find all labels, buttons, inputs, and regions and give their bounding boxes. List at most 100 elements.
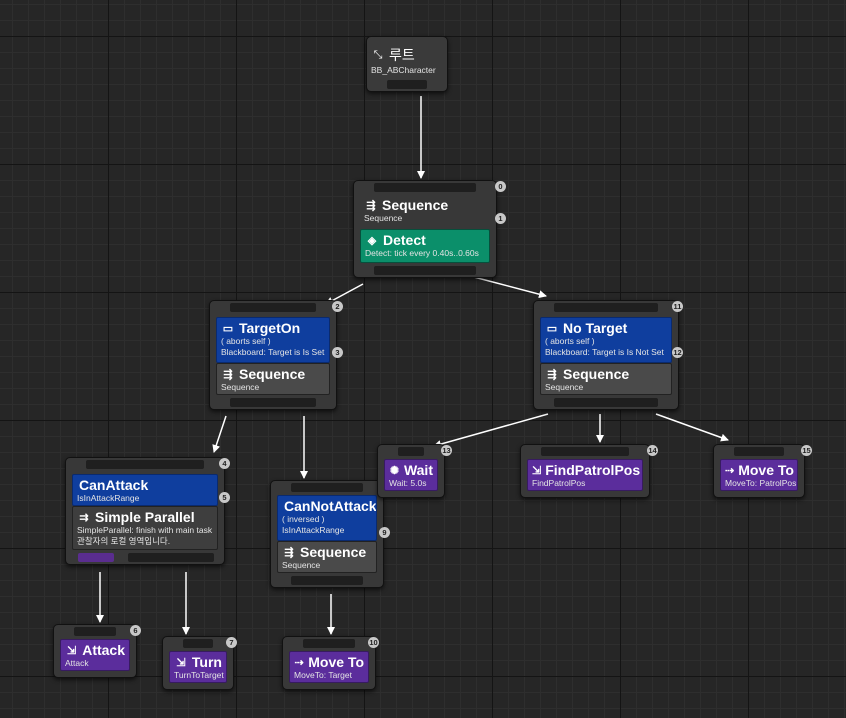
simple-parallel-title: Simple Parallel (95, 509, 195, 525)
task-wait-node[interactable]: ✺ Wait Wait: 5.0s (377, 444, 445, 498)
simple-parallel-line2: 관찰자의 로컬 영역입니다. (77, 536, 171, 546)
task-moveto-patrol[interactable]: ⇢ Move To MoveTo: PatrolPos (720, 459, 798, 491)
decorator-targeton[interactable]: ▭ TargetOn ( aborts self ) Blackboard: T… (216, 317, 330, 363)
root-subtitle: BB_ABCharacter (371, 65, 436, 75)
task-findpatrol[interactable]: ⇲ FindPatrolPos FindPatrolPos (527, 459, 643, 491)
badge-14: 14 (647, 445, 658, 456)
decorator-notarget-line1: ( aborts self ) (545, 336, 595, 346)
notarget-node[interactable]: ▭ No Target ( aborts self ) Blackboard: … (533, 300, 679, 410)
badge-0: 0 (495, 181, 506, 192)
badge-12: 12 (672, 347, 683, 358)
sequence-main-output-pin[interactable] (374, 266, 476, 275)
sequence-main-subtitle: Sequence (364, 213, 403, 223)
notarget-input-pin[interactable] (554, 303, 658, 312)
wait-icon: ✺ (389, 464, 400, 477)
badge-7: 7 (226, 637, 237, 648)
badge-13: 13 (441, 445, 452, 456)
service-detect-title: Detect (383, 232, 426, 248)
targeton-output-pin[interactable] (230, 398, 316, 407)
composite-targeton-sequence[interactable]: ⇶ Sequence Sequence (216, 363, 330, 395)
simple-parallel-background-pin[interactable] (128, 553, 214, 562)
decorator-icon: ▭ (546, 322, 558, 335)
simple-parallel-main-pin[interactable] (78, 553, 114, 562)
notarget-sequence-title: Sequence (563, 366, 630, 382)
decorator-notarget-title: No Target (563, 320, 628, 336)
task-attack[interactable]: ⇲ Attack Attack (60, 639, 130, 671)
simple-parallel-line1: SimpleParallel: finish with main task (77, 525, 213, 535)
decorator-cannotattack-title: CanNotAttack (284, 498, 377, 514)
composite-simple-parallel[interactable]: ⇉ Simple Parallel SimpleParallel: finish… (72, 506, 218, 550)
task-turn[interactable]: ⇲ Turn TurnToTarget (169, 651, 227, 683)
task-moveto-patrol-subtitle: MoveTo: PatrolPos (725, 478, 797, 488)
canattack-input-pin[interactable] (86, 460, 204, 469)
decorator-notarget[interactable]: ▭ No Target ( aborts self ) Blackboard: … (540, 317, 672, 363)
task-findpatrol-input-pin[interactable] (541, 447, 629, 456)
sequence-main-header: ⇶ Sequence Sequence (360, 195, 490, 225)
decorator-icon: ▭ (222, 322, 234, 335)
decorator-notarget-line2: Blackboard: Target is Is Not Set (545, 347, 664, 357)
sequence-icon: ⇶ (547, 368, 557, 381)
wire-notarget-wait (433, 413, 549, 448)
task-attack-subtitle: Attack (65, 658, 89, 668)
service-detect[interactable]: ◈ Detect Detect: tick every 0.40s..0.60s (360, 229, 490, 263)
task-moveto-patrol-input-pin[interactable] (734, 447, 784, 456)
root-title-row: ⤡ 루트 (367, 37, 447, 65)
canattack-node[interactable]: CanAttack IsInAttackRange ⇉ Simple Paral… (65, 457, 225, 565)
task-turn-node[interactable]: ⇲ Turn TurnToTarget (162, 636, 234, 690)
decorator-targeton-line1: ( aborts self ) (221, 336, 271, 346)
task-attack-node[interactable]: ⇲ Attack Attack (53, 624, 137, 678)
notarget-sequence-subtitle: Sequence (545, 382, 584, 392)
decorator-canattack[interactable]: CanAttack IsInAttackRange (72, 474, 218, 506)
task-wait-input-pin[interactable] (398, 447, 424, 456)
wire-targeton-canattack (212, 415, 227, 453)
task-icon: ⇲ (532, 464, 542, 477)
task-moveto-target-title: Move To (308, 654, 364, 670)
cannotattack-sequence-title: Sequence (300, 544, 367, 560)
composite-cannotattack-sequence[interactable]: ⇶ Sequence Sequence (277, 541, 377, 573)
wire-sequence-notarget (469, 275, 547, 299)
decorator-cannotattack-line1: ( inversed ) (282, 514, 325, 524)
task-wait[interactable]: ✺ Wait Wait: 5.0s (384, 459, 438, 491)
badge-6: 6 (130, 625, 141, 636)
task-moveto-target-node[interactable]: ⇢ Move To MoveTo: Target (282, 636, 376, 690)
task-wait-subtitle: Wait: 5.0s (389, 478, 427, 488)
task-findpatrol-subtitle: FindPatrolPos (532, 478, 586, 488)
decorator-cannotattack[interactable]: CanNotAttack ( inversed ) IsInAttackRang… (277, 495, 377, 541)
sequence-icon: ⇶ (223, 368, 233, 381)
task-moveto-patrol-node[interactable]: ⇢ Move To MoveTo: PatrolPos (713, 444, 805, 498)
cannotattack-node[interactable]: CanNotAttack ( inversed ) IsInAttackRang… (270, 480, 384, 588)
task-icon: ⇲ (66, 644, 77, 657)
decorator-canattack-title: CanAttack (79, 477, 149, 493)
composite-notarget-sequence[interactable]: ⇶ Sequence Sequence (540, 363, 672, 395)
notarget-output-pin[interactable] (554, 398, 658, 407)
moveto-icon: ⇢ (294, 656, 304, 669)
task-moveto-target-subtitle: MoveTo: Target (294, 670, 352, 680)
badge-1: 1 (495, 213, 506, 224)
sequence-main-input-pin[interactable] (374, 183, 476, 192)
root-output-pin[interactable] (387, 80, 427, 89)
badge-4: 4 (219, 458, 230, 469)
sequence-main-title: Sequence (382, 197, 449, 213)
task-attack-input-pin[interactable] (74, 627, 116, 636)
task-moveto-patrol-title: Move To (738, 462, 794, 478)
task-wait-title: Wait (403, 462, 433, 478)
sequence-icon: ⇶ (284, 546, 294, 559)
badge-15: 15 (801, 445, 812, 456)
task-moveto-target[interactable]: ⇢ Move To MoveTo: Target (289, 651, 369, 683)
service-detect-subtitle: Detect: tick every 0.40s..0.60s (365, 248, 479, 258)
wire-notarget-moveto (655, 413, 729, 442)
targeton-node[interactable]: ▭ TargetOn ( aborts self ) Blackboard: T… (209, 300, 337, 410)
task-findpatrol-node[interactable]: ⇲ FindPatrolPos FindPatrolPos (520, 444, 650, 498)
task-moveto-target-input-pin[interactable] (303, 639, 355, 648)
root-title: 루트 (389, 47, 415, 63)
targeton-input-pin[interactable] (230, 303, 316, 312)
cannotattack-output-pin[interactable] (291, 576, 363, 585)
targeton-sequence-subtitle: Sequence (221, 382, 260, 392)
decorator-targeton-title: TargetOn (239, 320, 301, 336)
root-node[interactable]: ⤡ 루트 BB_ABCharacter (366, 36, 448, 92)
task-turn-input-pin[interactable] (183, 639, 213, 648)
sequence-node-main[interactable]: ⇶ Sequence Sequence ◈ Detect Detect: tic… (353, 180, 497, 278)
cannotattack-input-pin[interactable] (291, 483, 363, 492)
task-turn-title: Turn (191, 654, 222, 670)
